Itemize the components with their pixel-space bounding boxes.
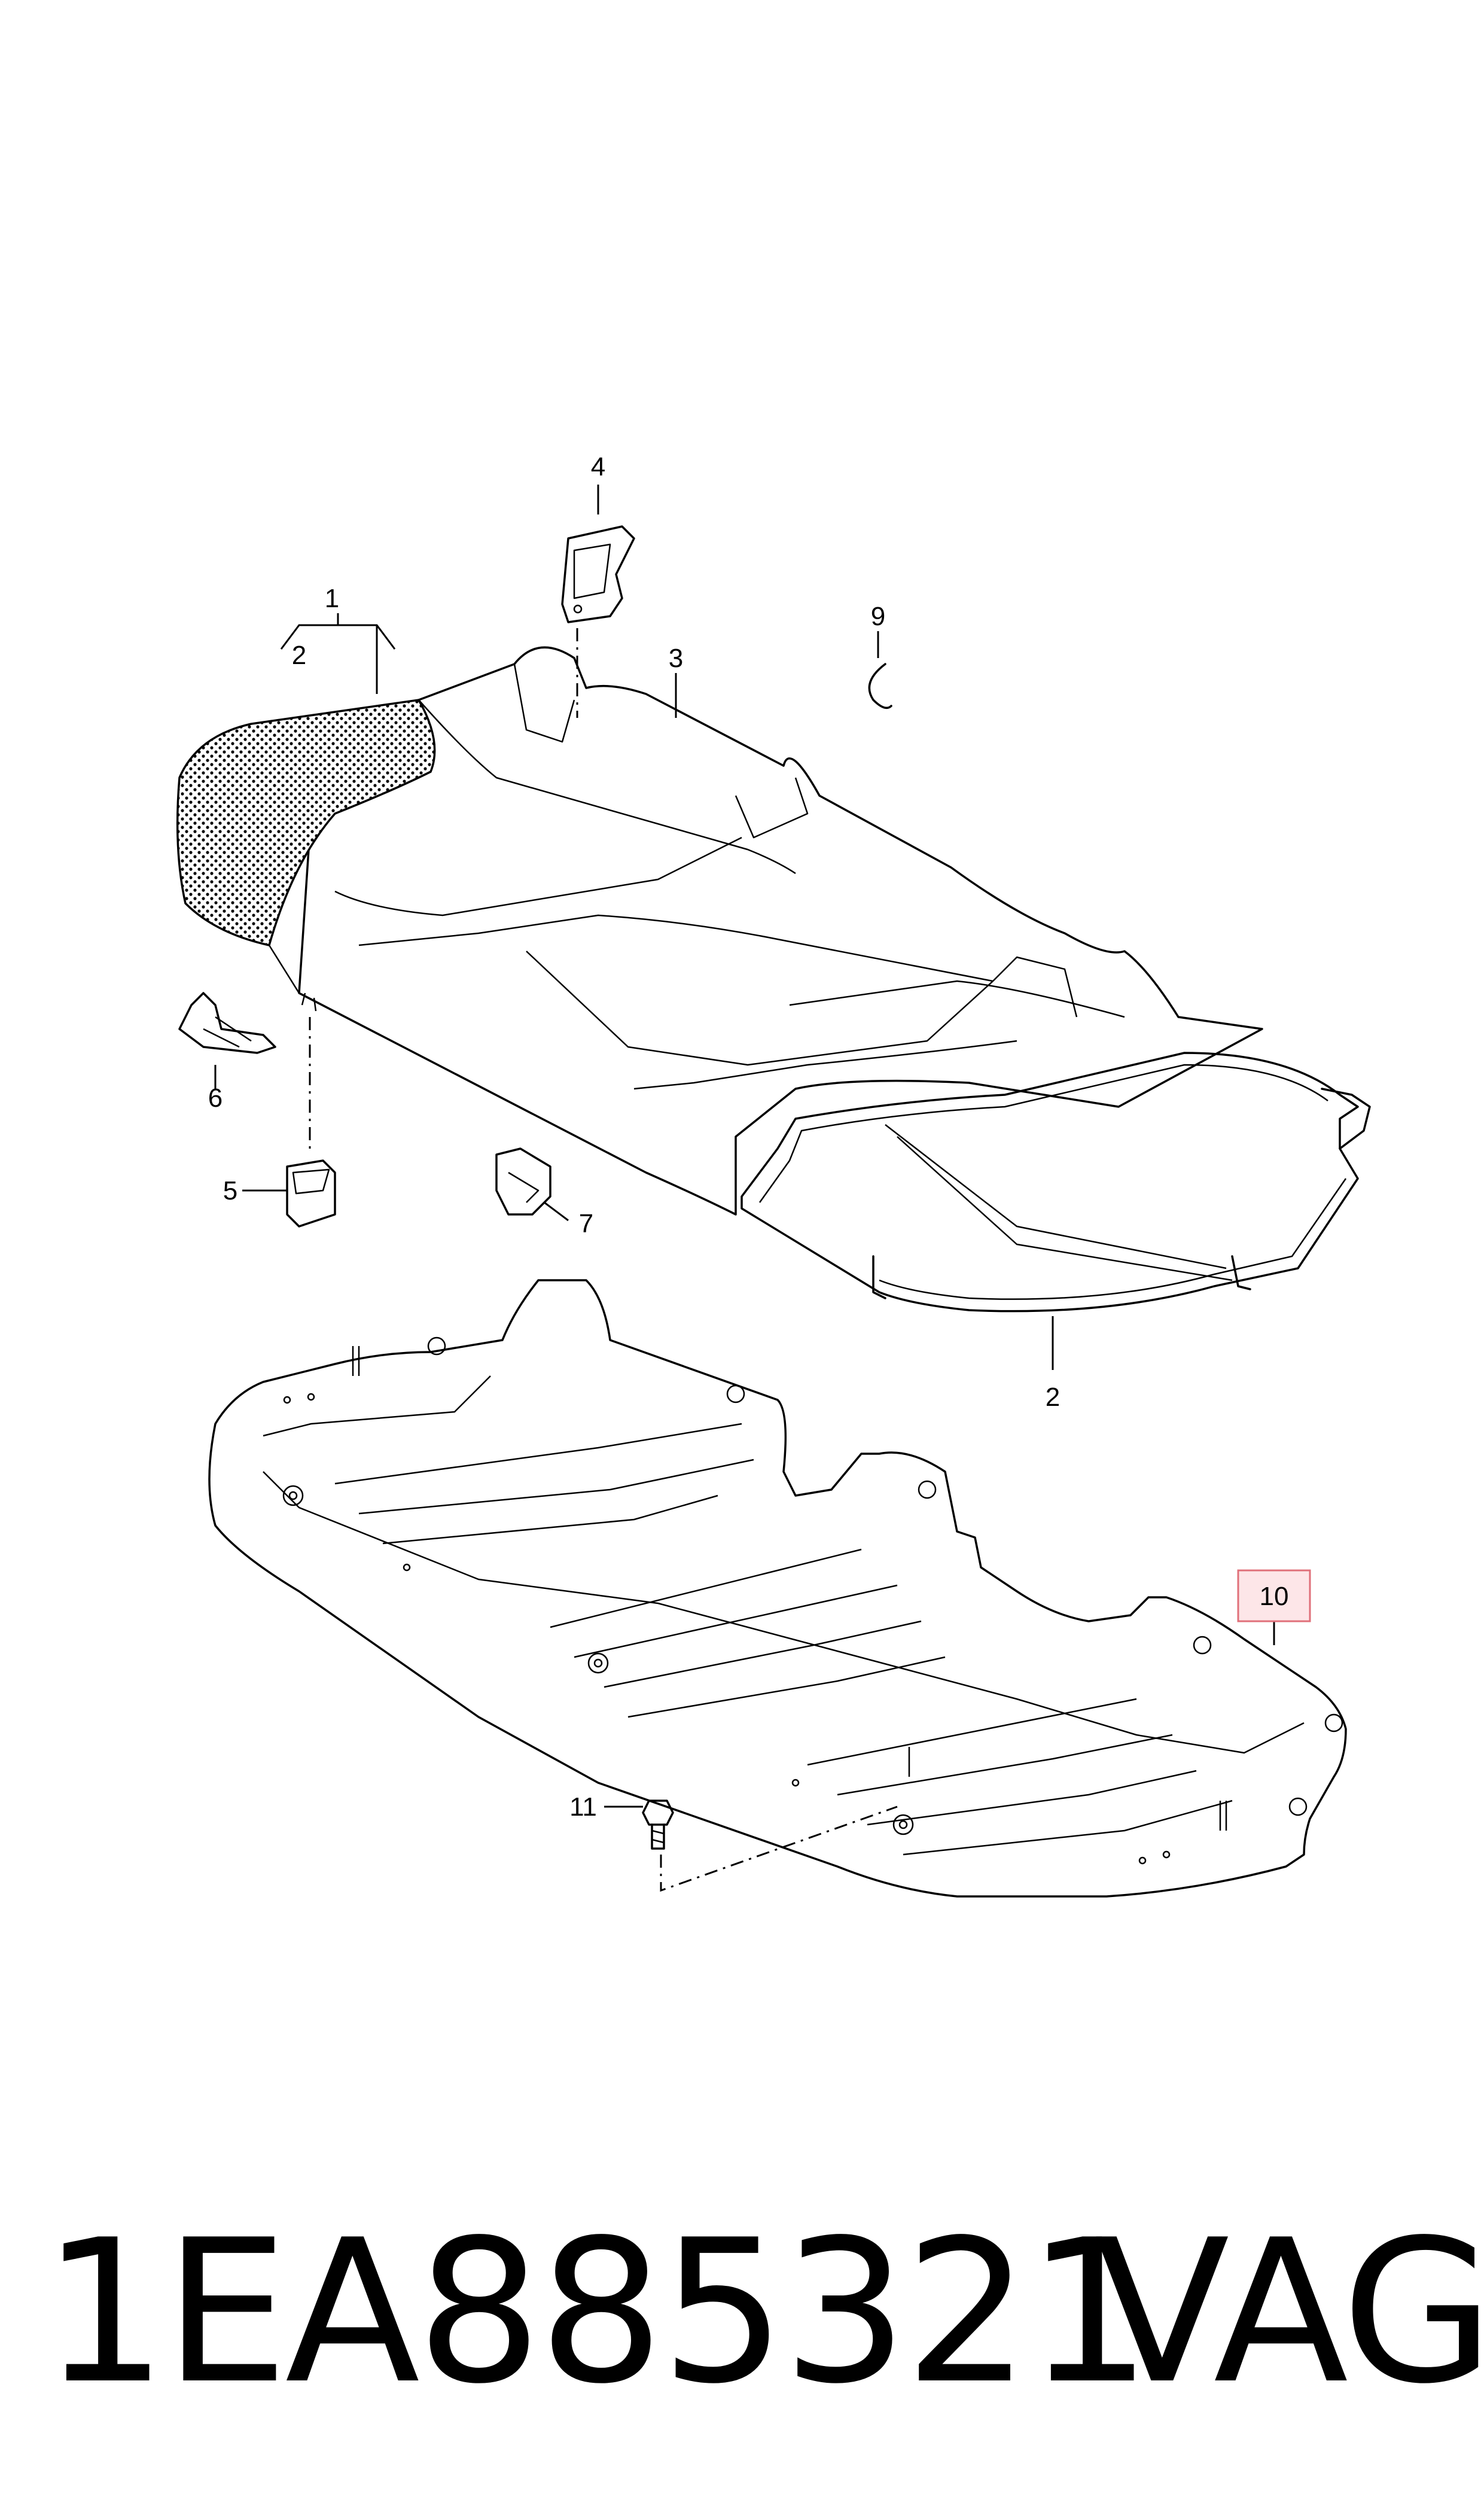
exploded-parts-diagram: 1 2 3 4 9 6 5 7 2 11 10 (176, 452, 1371, 1898)
callout-1: 1 (325, 584, 339, 613)
retainer-part-5 (286, 1159, 336, 1228)
seat-wire-frame (741, 1052, 1371, 1313)
wire-clip-part-9 (868, 663, 892, 710)
callout-11: 11 (569, 1792, 597, 1822)
bracket-part-7 (495, 1147, 551, 1216)
callout-3: 3 (669, 644, 683, 673)
callout-4: 4 (591, 452, 605, 482)
part-number: 1EA885321 (42, 2197, 1152, 2427)
clip-part-6 (178, 992, 276, 1054)
alignment-lines (309, 628, 898, 1892)
leader-lines (214, 485, 1275, 1808)
callout-6: 6 (208, 1083, 223, 1113)
underbody-tray (208, 1279, 1347, 1898)
brand-label: VAG (1095, 2197, 1484, 2427)
seat-clip-part-4 (561, 525, 635, 623)
callout-10-highlight-box (1237, 1569, 1311, 1622)
bolt-part-11 (642, 1800, 674, 1850)
callout-labels: 1 2 3 4 9 6 5 7 2 11 10 (208, 452, 1311, 1822)
callout-9: 9 (871, 602, 885, 631)
seat-cushion (298, 646, 1263, 1216)
callout-5: 5 (223, 1176, 237, 1205)
dotted-seat-pad (176, 699, 436, 1012)
callout-7: 7 (579, 1209, 593, 1238)
callout-2-top: 2 (292, 641, 306, 670)
callout-2-bottom: 2 (1046, 1383, 1060, 1412)
callout-10: 10 (1260, 1582, 1289, 1611)
